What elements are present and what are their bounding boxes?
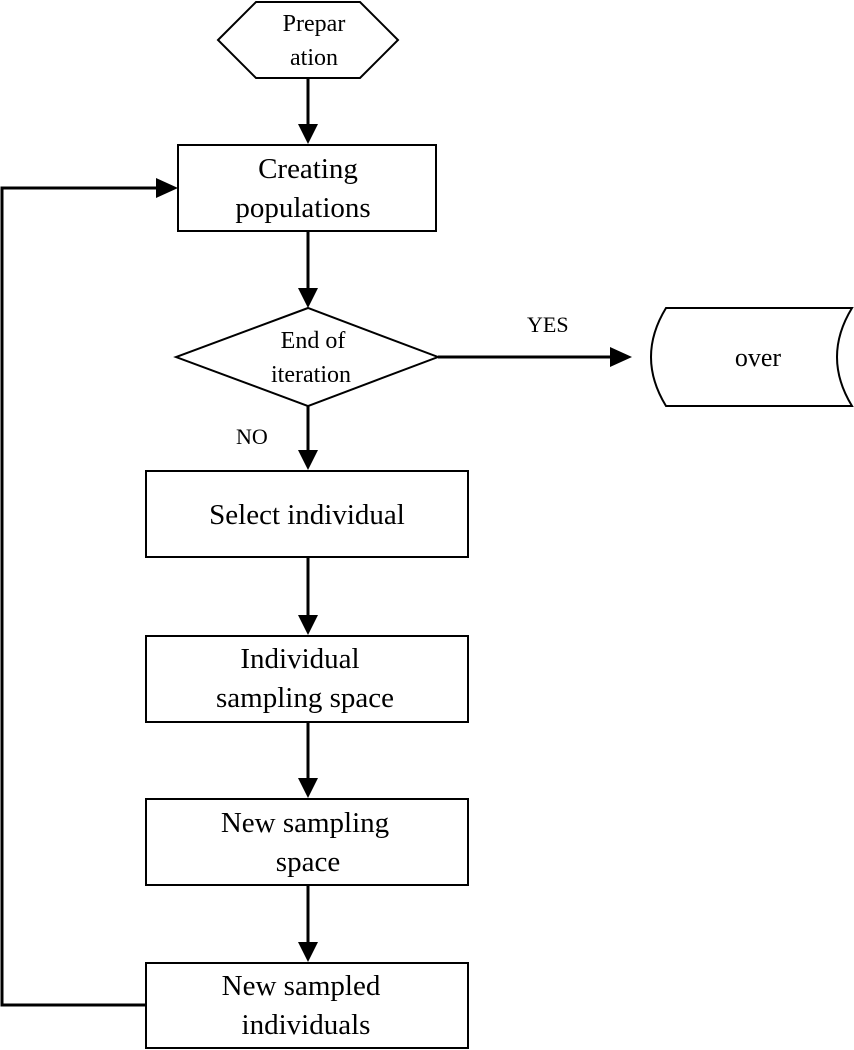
arrowhead bbox=[298, 778, 318, 798]
preparation-label-line1: Prepar bbox=[283, 11, 346, 37]
individual-sampling-space-node: Individual sampling space bbox=[145, 635, 469, 723]
decision-label-line2: iteration bbox=[271, 362, 351, 388]
arrowhead bbox=[298, 288, 318, 308]
no-label: NO bbox=[236, 424, 268, 449]
arrowhead bbox=[298, 450, 318, 470]
arrow-yes-to-over: YES bbox=[438, 312, 632, 367]
new-sampling-space-node: New sampling space bbox=[145, 798, 469, 886]
arrow-new-space-to-new-individuals bbox=[298, 885, 318, 962]
new-sampled-individuals-node: New sampled individuals bbox=[145, 962, 469, 1049]
creating-populations-label-line1: Creating bbox=[258, 153, 358, 185]
yes-label: YES bbox=[527, 312, 569, 337]
new-sampled-individuals-label-line1: New sampled bbox=[222, 970, 381, 1002]
over-terminal: over bbox=[650, 307, 854, 407]
arrow-creating-to-decision bbox=[298, 231, 318, 308]
select-individual-label: Select individual bbox=[209, 499, 405, 531]
new-sampling-space-label-line1: New sampling bbox=[221, 807, 389, 839]
new-sampling-space-label-line2: space bbox=[276, 846, 340, 878]
preparation-label-line2: ation bbox=[290, 45, 338, 71]
new-sampled-individuals-label-line2: individuals bbox=[242, 1009, 371, 1041]
creating-populations-label-line2: populations bbox=[235, 192, 370, 224]
arrow-preparation-to-creating bbox=[298, 78, 318, 144]
arrowhead bbox=[298, 615, 318, 635]
arrowhead bbox=[298, 942, 318, 962]
arrowhead bbox=[156, 178, 178, 198]
individual-sampling-space-label-line1: Individual bbox=[240, 643, 359, 675]
decision-label-line1: End of bbox=[281, 328, 346, 354]
end-of-iteration-decision: End of iteration bbox=[173, 306, 441, 408]
arrowhead bbox=[298, 124, 318, 144]
over-label: over bbox=[735, 343, 782, 372]
arrow-no-to-select: NO bbox=[236, 406, 318, 470]
individual-sampling-space-label-line2: sampling space bbox=[216, 682, 394, 714]
arrowhead bbox=[610, 347, 632, 367]
creating-populations-node: Creating populations bbox=[177, 144, 437, 232]
arrow-loop-back-to-creating bbox=[0, 178, 178, 1007]
select-individual-node: Select individual bbox=[145, 470, 469, 558]
arrow-select-to-sampling-space bbox=[298, 557, 318, 635]
arrow-sampling-to-new-sampling-space bbox=[298, 722, 318, 798]
preparation-node: Prepar ation bbox=[216, 1, 400, 79]
